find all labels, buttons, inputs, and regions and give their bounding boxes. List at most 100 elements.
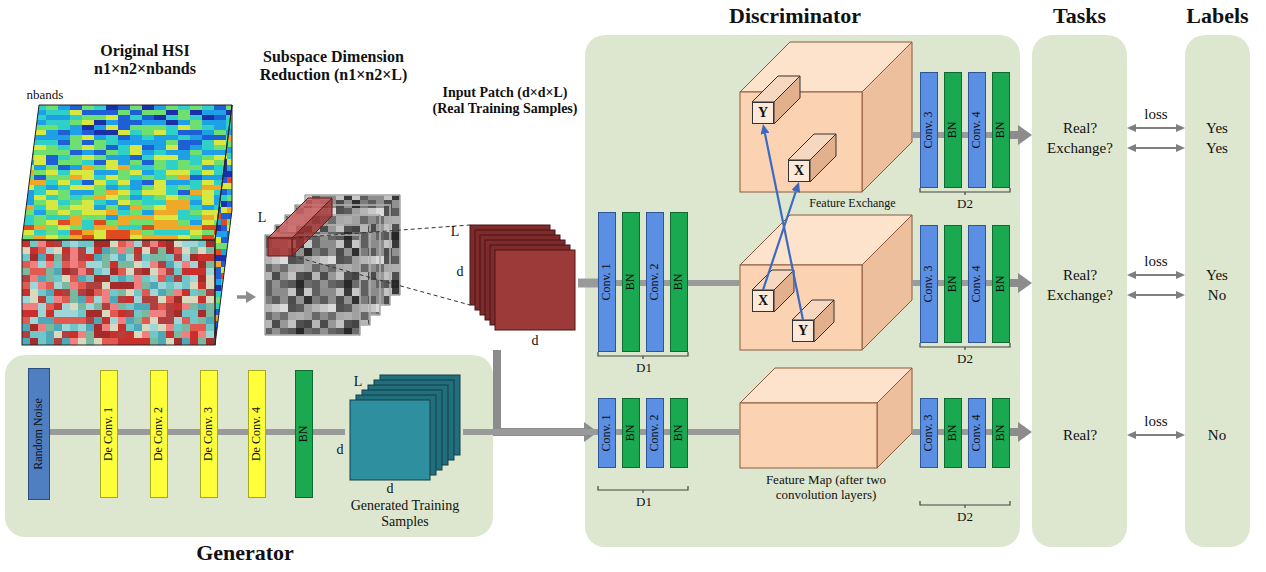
bn-layer: BN xyxy=(295,370,313,498)
task-text: Real? xyxy=(1063,120,1097,136)
label-holder: No xyxy=(1208,287,1226,304)
module-tag: D2 xyxy=(957,509,973,524)
flow-line xyxy=(616,429,622,435)
label-holder: Yes xyxy=(1206,120,1228,137)
node-label: Conv. 3 xyxy=(921,265,935,302)
conv-layer: Conv. 1 xyxy=(598,398,616,468)
flow-line xyxy=(118,429,150,435)
group-bracket xyxy=(920,501,1010,508)
text-holder: BN xyxy=(624,425,637,442)
deconv-layer: De Conv. 4 xyxy=(248,370,266,498)
task-text: Yes xyxy=(1206,267,1228,283)
edge-label-holder: loss xyxy=(1144,106,1167,123)
noise-input: Random Noise xyxy=(28,368,50,500)
node-label: Conv. 2 xyxy=(647,263,661,300)
label-holder: D1 xyxy=(636,360,652,376)
flow-line xyxy=(664,429,670,435)
label-holder: D1 xyxy=(636,494,652,510)
module-tag: D1 xyxy=(636,360,652,375)
feature-cube: Feature Map (after two convolution layer… xyxy=(740,368,912,468)
text-holder: Feature Exchange xyxy=(800,197,905,211)
flow-line xyxy=(463,429,598,435)
node-label: De Conv. 2 xyxy=(151,407,165,461)
dimension-label: L xyxy=(258,210,267,225)
label-holder: Exchange? xyxy=(1047,287,1113,304)
node-label: Conv. 1 xyxy=(599,414,613,451)
flow-arrow xyxy=(1136,294,1176,296)
node-label: BN xyxy=(945,122,959,139)
node-label: De Conv. 1 xyxy=(101,407,115,461)
flow-line xyxy=(578,279,598,288)
node-label: Conv. 4 xyxy=(969,111,983,148)
bn-layer: BN xyxy=(944,398,962,468)
flow-line xyxy=(912,280,920,286)
text-holder: Conv. 2 xyxy=(648,263,661,300)
bn-layer: BN xyxy=(670,212,688,352)
label-holder: Real? xyxy=(1063,120,1097,137)
flow-line xyxy=(912,429,920,435)
conv-layer: Conv. 2 xyxy=(646,212,664,352)
text-holder: X xyxy=(758,293,768,308)
node-label: BN xyxy=(945,425,959,442)
dimension-label: nbands xyxy=(27,87,64,102)
flow-arrow xyxy=(1010,428,1018,436)
flow-line xyxy=(912,132,920,138)
conv-layer: Conv. 2 xyxy=(646,398,664,468)
node-label: X xyxy=(758,293,768,308)
flow-line xyxy=(50,429,100,435)
label-holder: D2 xyxy=(957,351,973,367)
text-holder: Conv. 4 xyxy=(970,414,983,451)
bn-layer: BN xyxy=(992,225,1010,343)
flow-line xyxy=(688,280,740,286)
node-label: Random Noise xyxy=(31,398,45,470)
text-holder: Discriminator xyxy=(695,3,895,28)
module-panel: GeneratorRandom NoiseDe Conv. 1De Conv. … xyxy=(5,355,493,537)
text-holder: Conv. 4 xyxy=(970,265,983,302)
node-label: De Conv. 4 xyxy=(249,407,263,461)
task-text: Exchange? xyxy=(1047,140,1113,156)
text-holder: Subspace Dimension Reduction (n1×n2×L) xyxy=(246,48,421,85)
flow-line xyxy=(986,429,992,435)
label-holder: No xyxy=(1208,427,1226,444)
task-text: Real? xyxy=(1063,427,1097,443)
node-label: BN xyxy=(993,276,1007,293)
flow-line xyxy=(640,429,646,435)
text-holder: Random Noise xyxy=(32,398,45,470)
label-holder: D2 xyxy=(957,509,973,525)
conv-layer: Conv. 3 xyxy=(920,398,938,468)
group-bracket xyxy=(920,343,1010,350)
module-tag: D2 xyxy=(957,351,973,366)
node-label: BN xyxy=(671,425,685,442)
node-label: Y xyxy=(798,323,808,338)
loss-label: loss xyxy=(1144,413,1167,429)
text-holder: X xyxy=(794,163,804,178)
bn-layer: BN xyxy=(622,212,640,352)
projection-line xyxy=(292,225,470,238)
node-heading: Original HSI n1×n2×nbands xyxy=(94,42,196,77)
flow-line xyxy=(938,132,944,138)
hsi-art xyxy=(15,40,237,350)
flow-line xyxy=(218,429,248,435)
node-heading: Generator xyxy=(196,540,294,565)
label-holder: L xyxy=(258,210,267,226)
text-holder: Conv. 4 xyxy=(970,111,983,148)
text-holder: Labels xyxy=(1175,3,1260,28)
projection-line xyxy=(292,256,470,305)
flow-line xyxy=(938,429,944,435)
patch-art xyxy=(425,85,578,350)
node-heading: Labels xyxy=(1186,3,1248,28)
dimension-label: d xyxy=(337,442,344,457)
text-holder: Generated Training Samples xyxy=(340,498,470,530)
text-holder: Y xyxy=(798,323,808,338)
flow-line xyxy=(616,280,622,286)
node-label: Conv. 2 xyxy=(647,414,661,451)
text-holder: Original HSI n1×n2×nbands xyxy=(70,42,220,79)
text-holder: Conv. 3 xyxy=(922,111,935,148)
flow-arrow xyxy=(497,350,584,432)
flow-arrow xyxy=(1136,434,1176,436)
conv-layer: Conv. 4 xyxy=(968,72,986,188)
text-holder: Feature Map (after two convolution layer… xyxy=(740,473,912,503)
text-holder: Tasks xyxy=(1027,3,1132,28)
node-label: Conv. 4 xyxy=(969,265,983,302)
module-tag: D2 xyxy=(957,196,973,211)
